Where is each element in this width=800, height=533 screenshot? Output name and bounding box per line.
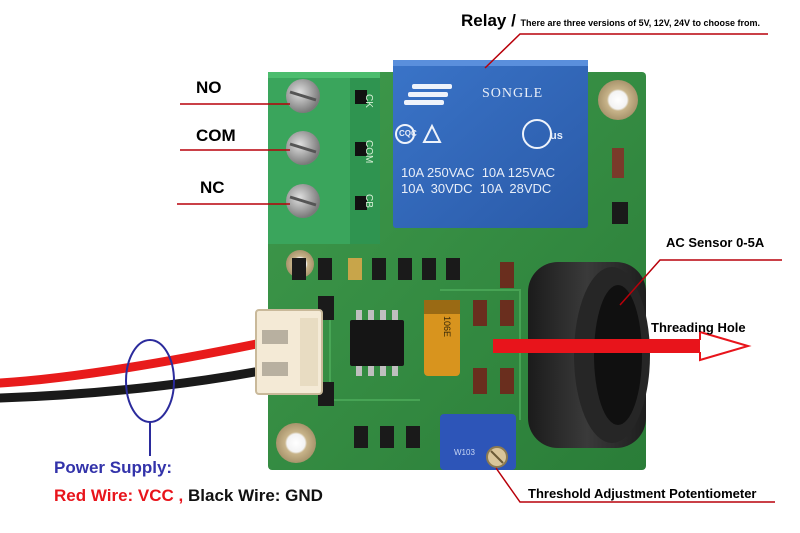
ic-chip — [350, 310, 404, 376]
relay-title-text: Relay / — [461, 11, 516, 30]
power-wires-line: Red Wire: VCC , Black Wire: GND — [54, 486, 323, 506]
relay-title: Relay / There are three versions of 5V, … — [461, 11, 760, 31]
relay-note: There are three versions of 5V, 12V, 24V… — [520, 18, 760, 28]
label-separator: , — [178, 486, 184, 505]
relay-cert-left: CQC — [399, 129, 417, 138]
mount-hole-top-right — [598, 80, 638, 120]
ul-cert-icon — [522, 119, 552, 149]
label-power-supply: Power Supply: — [54, 458, 173, 477]
label-threading-hole: Threading Hole — [651, 320, 746, 335]
relay-rating-line1: 10A 250VAC 10A 125VAC — [401, 165, 556, 180]
threading-arrow — [493, 330, 752, 362]
ac-current-sensor — [528, 262, 650, 448]
silkscreen-ck: CK — [363, 94, 374, 108]
label-nc: NC — [200, 178, 225, 197]
cqc-cert-icon — [395, 124, 415, 144]
songle-logo-icon — [404, 84, 452, 105]
leader-relay — [484, 33, 768, 69]
label-no: NO — [196, 78, 222, 97]
label-black-wire: Black Wire: GND — [188, 486, 323, 505]
leader-lines — [177, 33, 782, 503]
potentiometer-marking: W103 — [454, 448, 475, 457]
warning-triangle-icon — [422, 123, 442, 143]
relay-brand: SONGLE — [482, 86, 544, 101]
leader-potentiometer — [495, 467, 775, 503]
terminal-screw-no — [286, 79, 320, 113]
mount-hole-bottom-left — [276, 423, 316, 463]
potentiometer — [440, 414, 516, 470]
tantalum-capacitor — [424, 300, 460, 376]
leader-ac-sensor — [619, 259, 782, 306]
capacitor-marking: 106E — [442, 316, 452, 338]
smd-components — [292, 148, 628, 448]
silkscreen-cb: CB — [363, 194, 374, 208]
relay-rating-line2: 10A 30VDC 10A 28VDC — [401, 181, 552, 196]
label-com: COM — [196, 126, 236, 145]
silkscreen-com: COM — [363, 140, 374, 164]
label-red-wire: Red Wire: VCC — [54, 486, 174, 505]
terminal-screw-com — [286, 131, 320, 165]
label-ac-sensor: AC Sensor 0-5A — [666, 235, 765, 250]
terminal-screw-nc — [286, 184, 320, 218]
relay-cert-right: us — [550, 130, 563, 142]
power-connector — [0, 309, 323, 403]
terminal-block — [268, 72, 380, 244]
label-potentiometer: Threshold Adjustment Potentiometer — [528, 486, 757, 501]
